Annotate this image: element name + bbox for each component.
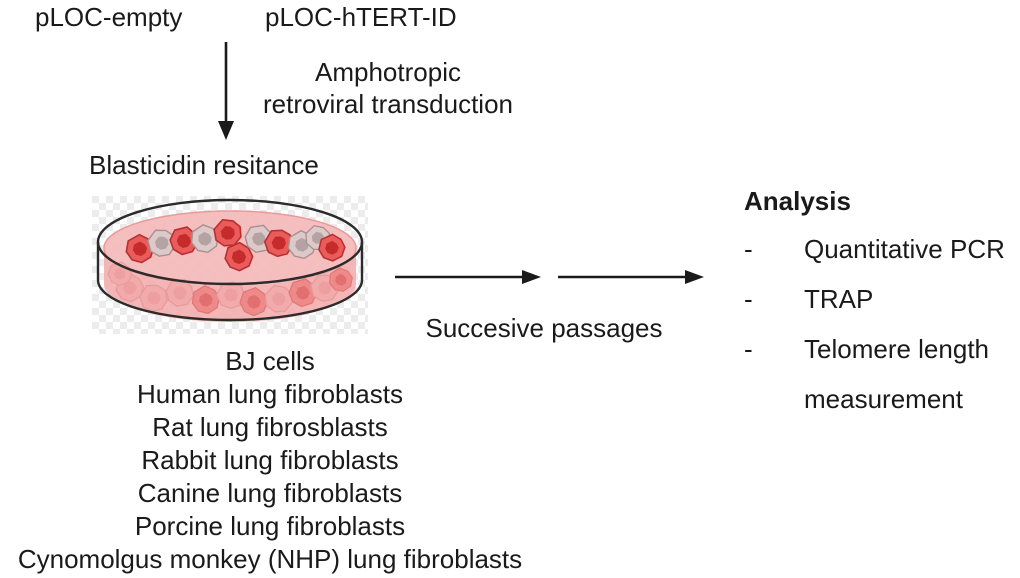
selection-label: Blasticidin resitance — [89, 150, 319, 180]
analysis-item-dash: - — [744, 284, 753, 314]
vector-label-empty: pLOC-empty — [35, 2, 183, 32]
right-arrow-icon-1 — [395, 270, 541, 284]
down-arrow-icon — [218, 42, 234, 140]
cell-type-item: BJ cells — [225, 346, 315, 376]
cell-type-item: Rabbit lung fibroblasts — [141, 445, 399, 475]
analysis-item-label: Telomere length measurement — [804, 334, 989, 414]
analysis-item-trap: - TRAP — [744, 274, 1018, 324]
analysis-list: - Quantitative PCR - TRAP - Telomere len… — [744, 224, 1018, 424]
petri-dish-icon — [92, 196, 368, 334]
cell-type-item: Human lung fibroblasts — [137, 379, 403, 409]
cell-type-item: Canine lung fibroblasts — [137, 478, 403, 508]
passages-label: Succesive passages — [425, 313, 663, 343]
analysis-title: Analysis — [744, 186, 851, 216]
cell-type-item: Cynomolgus monkey (NHP) lung fibroblasts — [17, 544, 523, 574]
analysis-item-dash: - — [744, 234, 753, 264]
transduction-caption-line1: Amphotropic — [315, 57, 461, 87]
cell-type-list: BJ cells Human lung fibroblasts Rat lung… — [0, 345, 540, 576]
vector-label-htert: pLOC-hTERT-ID — [265, 2, 457, 32]
analysis-item-telomere: - Telomere length measurement — [744, 324, 1018, 424]
analysis-item-label: TRAP — [804, 284, 874, 314]
analysis-item-label: Quantitative PCR — [804, 234, 1005, 264]
cell-type-item: Porcine lung fibroblasts — [134, 511, 406, 541]
analysis-item-dash: - — [744, 334, 753, 364]
right-arrow-icon-2 — [558, 270, 704, 284]
transduction-caption-line2: retroviral transduction — [263, 89, 513, 119]
analysis-item-qpcr: - Quantitative PCR — [744, 224, 1018, 274]
cell-type-item: Rat lung fibrosblasts — [152, 412, 388, 442]
transduction-caption: Amphotropic retroviral transduction — [255, 56, 521, 120]
